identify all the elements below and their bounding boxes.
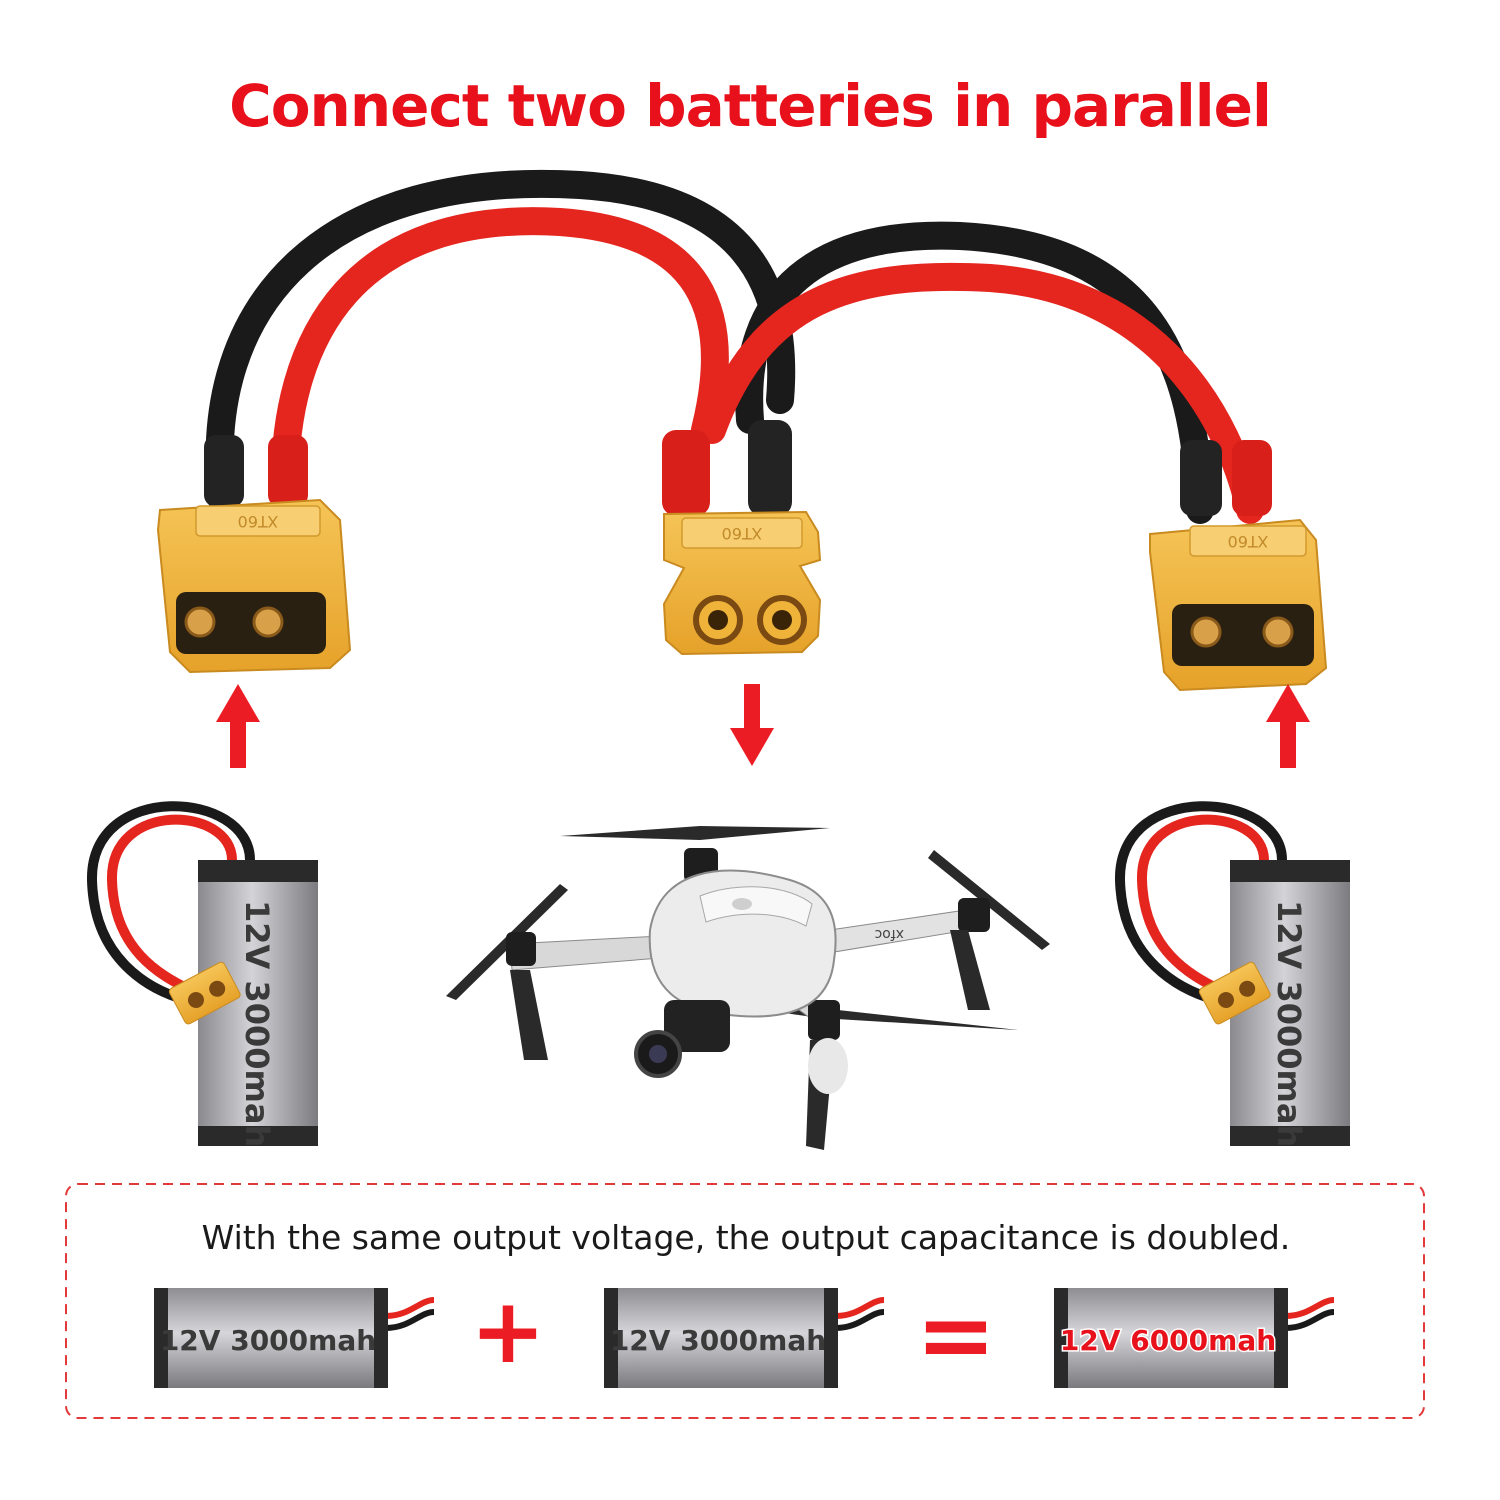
drone-illustration: xfoc: [446, 826, 1050, 1150]
right-battery-red-lead: [1136, 814, 1269, 995]
equation-battery-b-label: 12V 3000mah: [610, 1324, 826, 1357]
summary-caption: With the same output voltage, the output…: [201, 1218, 1291, 1257]
middle-xt60-female-connector: XT60: [662, 510, 822, 656]
drone-propeller-rear-left: [560, 826, 830, 840]
drone-gimbal: [664, 1000, 730, 1052]
equals-sign-icon: =: [916, 1279, 996, 1391]
left-black-sleeve: [204, 435, 244, 507]
right-xt60-male-connector: XT60: [1149, 518, 1328, 692]
drone-propeller-rear-right: [928, 850, 1050, 950]
equation-battery-a: 12V 3000mah: [154, 1288, 435, 1388]
right-battery-label: 12V 3000mah: [1270, 900, 1308, 1147]
right-black-sleeve: [1180, 440, 1222, 516]
right-connector-label: XT60: [1228, 532, 1269, 551]
page-title: Connect two batteries in parallel: [229, 72, 1272, 140]
right-up-arrow-icon: [1266, 684, 1310, 768]
middle-connector-label: XT60: [722, 524, 763, 543]
left-battery-red-lead: [106, 814, 237, 995]
summary-box: [65, 1183, 1425, 1419]
equation-battery-a-label: 12V 3000mah: [160, 1324, 376, 1357]
left-battery-label: 12V 3000mah: [238, 900, 276, 1147]
left-red-wire: [270, 207, 729, 514]
y-cable: [204, 169, 1272, 524]
left-battery: 12V 3000mah: [86, 801, 318, 1147]
drone-leg-left: [510, 970, 548, 1060]
left-up-arrow-icon: [216, 684, 260, 768]
drone-brand-label: xfoc: [875, 926, 904, 942]
equation-battery-b: 12V 3000mah: [604, 1288, 885, 1388]
equation-result-label: 12V 6000mah: [1060, 1324, 1276, 1357]
right-battery-connector: [1198, 961, 1271, 1025]
equation-result-battery: 12V 6000mah: [1054, 1288, 1335, 1388]
drone-motor-front-left: [506, 932, 536, 966]
right-battery-black-lead: [1114, 801, 1287, 1005]
left-black-wire: [205, 169, 796, 514]
left-red-sleeve: [268, 435, 308, 507]
right-battery: 12V 3000mah: [1114, 801, 1350, 1147]
left-connector-label: XT60: [238, 512, 279, 531]
middle-down-arrow-icon: [730, 684, 774, 766]
plus-sign-icon: +: [470, 1279, 545, 1384]
middle-red-sleeve: [662, 430, 710, 516]
drone-motor-rear-right: [958, 898, 990, 932]
left-xt60-male-connector: XT60: [156, 498, 352, 674]
drone-leg-right: [950, 930, 990, 1010]
left-battery-connector: [168, 961, 241, 1025]
right-red-sleeve: [1232, 440, 1272, 516]
right-red-wire: [698, 262, 1264, 524]
middle-black-sleeve: [748, 420, 792, 516]
drone-motor-front-right: [808, 1000, 840, 1040]
left-battery-black-lead: [86, 801, 255, 1005]
